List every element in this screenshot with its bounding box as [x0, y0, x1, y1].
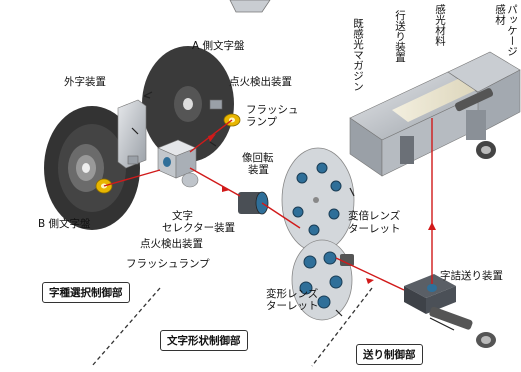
outer-char-device	[117, 99, 147, 169]
label-deform-1: 変形レンズ	[266, 288, 319, 300]
character-selector-cube	[157, 139, 197, 179]
zoom-lens-turret	[281, 147, 355, 253]
label-selector-2: セレクター装置	[162, 222, 236, 234]
label-zoom-1: 変倍レンズ	[348, 210, 401, 222]
image-rotation-device	[238, 191, 269, 215]
label-ignition-b: 点火検出装置	[140, 238, 203, 250]
ignition-detector-b	[127, 155, 139, 165]
ignition-detector-a	[209, 99, 223, 110]
upper-bracket	[229, 0, 271, 13]
label-flash-a-1: フラッシュ	[246, 104, 299, 116]
label-rotation-2: 装置	[248, 164, 269, 176]
photosensitive-unit	[349, 51, 521, 177]
beam-arrows	[208, 134, 436, 284]
motion-arrows	[131, 91, 455, 331]
label-a-disk: A 側文字盤	[192, 40, 245, 52]
section-dividers	[91, 287, 373, 367]
selector-lens	[181, 172, 199, 188]
label-b-disk: B 側文字盤	[38, 218, 91, 230]
label-material: 感光材料	[434, 4, 446, 46]
label-package: パッケージ感材	[494, 4, 518, 57]
label-outer-char: 外字装置	[64, 76, 106, 88]
a-side-disk	[142, 46, 234, 162]
label-flash-a-2: ランプ	[246, 116, 278, 128]
label-spacing: 字詰送り装置	[440, 270, 503, 282]
label-line-feed: 行送り装置	[394, 10, 406, 63]
label-selector-1: 文字	[172, 210, 193, 222]
section-shape: 文字形状制御部	[160, 330, 248, 351]
spacing-feed-device	[404, 274, 496, 348]
b-side-disk	[44, 106, 140, 230]
label-flash-b: フラッシュランプ	[126, 258, 210, 270]
label-ignition-a: 点火検出装置	[229, 76, 292, 88]
label-magazine: 既感光マガジン	[352, 18, 364, 92]
label-rotation-1: 像回転	[242, 152, 274, 164]
deformation-lens-turret	[291, 239, 354, 321]
section-feed: 送り制御部	[356, 344, 423, 365]
section-type-select: 字種選択制御部	[42, 282, 130, 303]
light-beam	[103, 118, 433, 291]
label-zoom-2: ターレット	[348, 223, 401, 235]
label-deform-2: ターレット	[266, 300, 319, 312]
